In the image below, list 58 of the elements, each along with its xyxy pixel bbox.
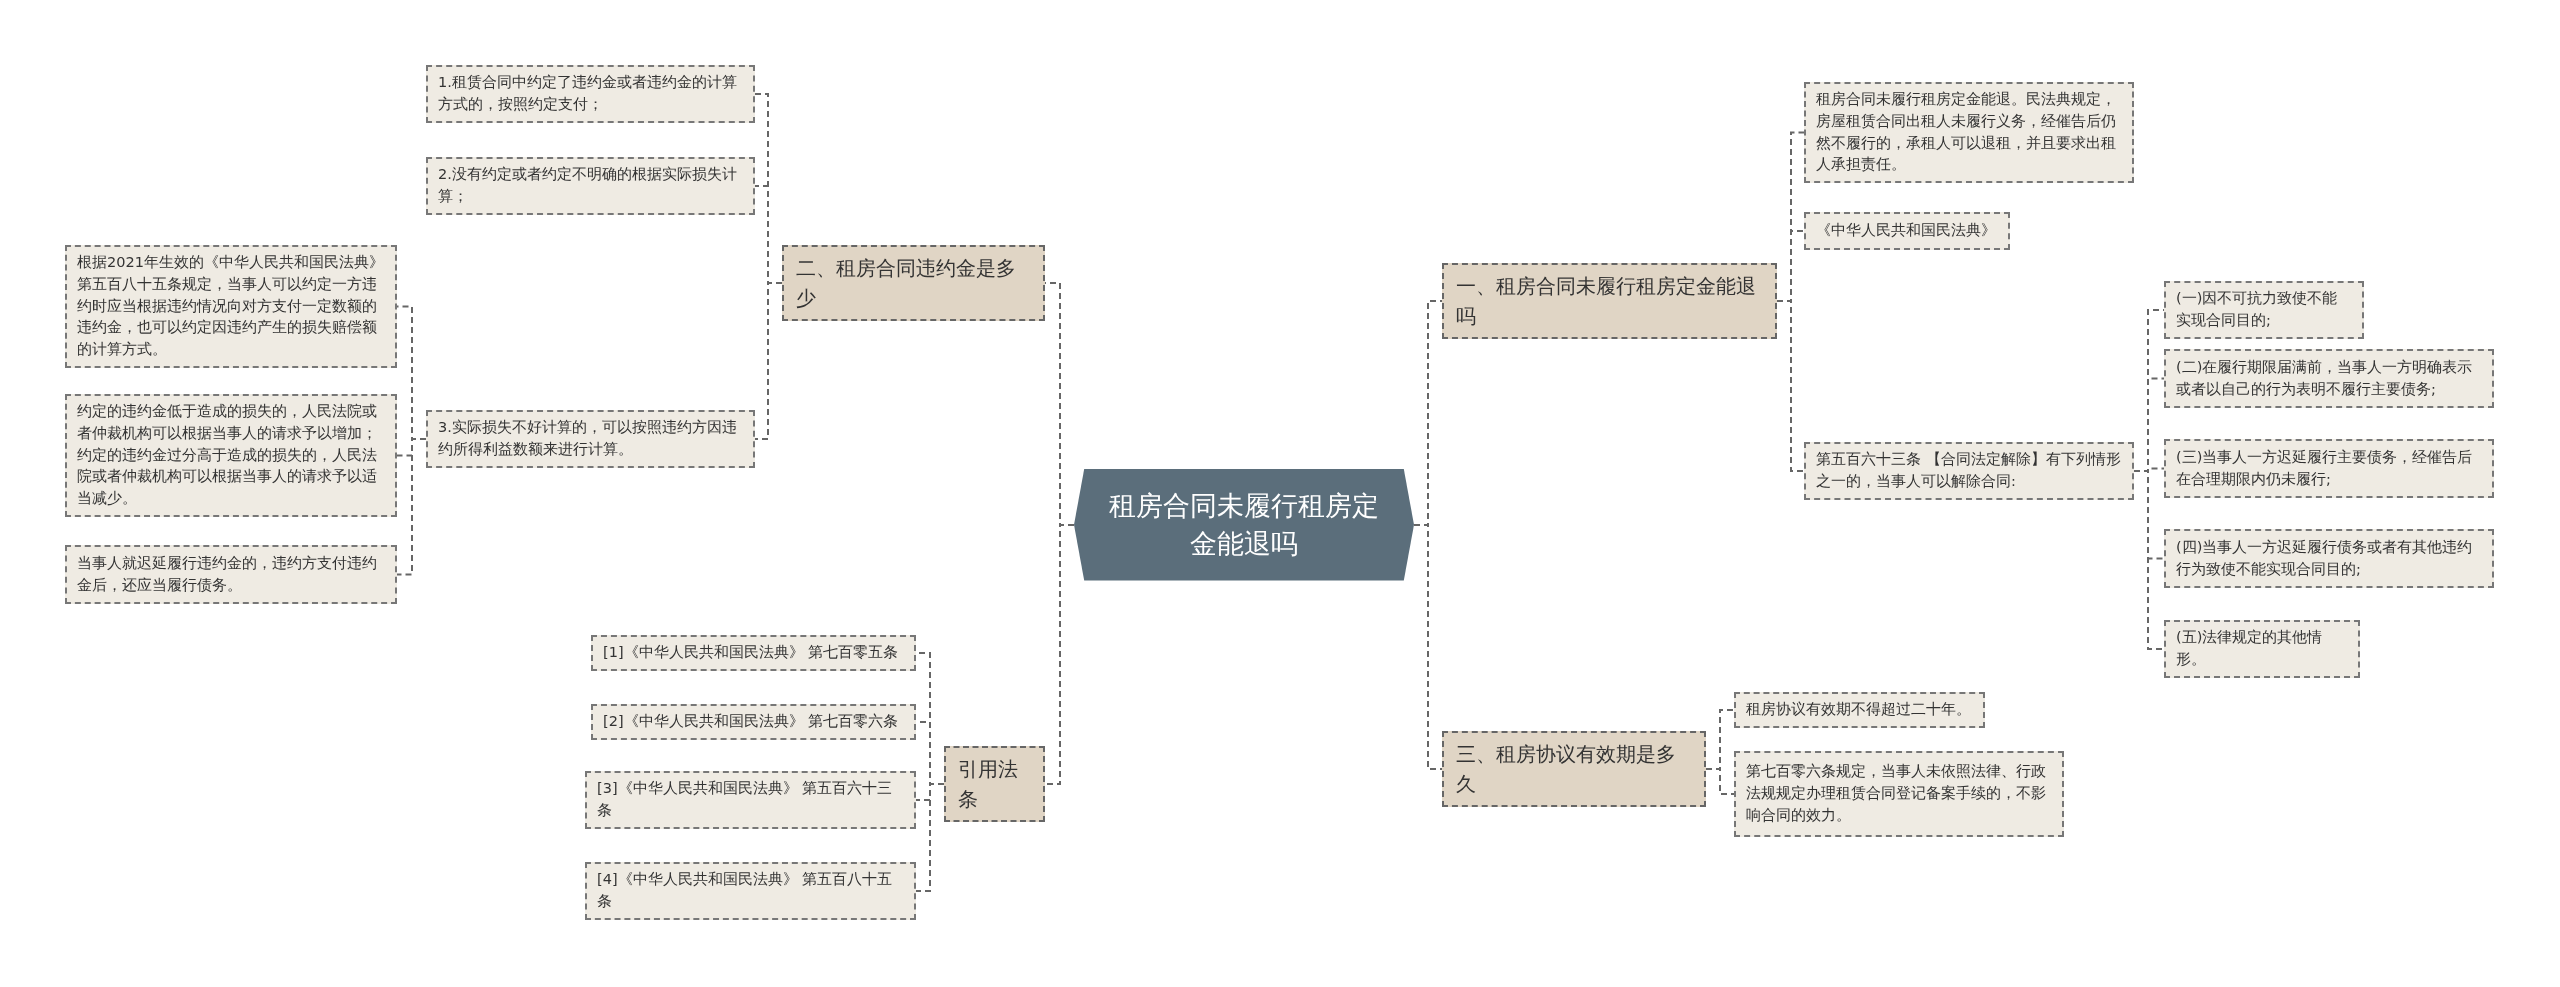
branch-topic: [944, 746, 1045, 822]
topic-text: 第七百零六条规定，当事人未依照法律、行政法规规定办理租赁合同登记备案手续的，不影响合同的效力。: [1746, 762, 2047, 825]
topic-text: 2.没有约定或者约定不明确的根据实际损失计算；: [438, 165, 738, 206]
topic-text: (三)当事人一方迟延履行主要债务，经催告后在合理期限内仍未履行;: [2176, 447, 2474, 489]
leaf-topic: [2164, 529, 2494, 588]
topic-text: 根据2021年生效的《中华人民共和国民法典》第五百八十五条规定，当事人可以约定一方违约时应当根据违约情况向对方支付一定数额的违约金，也可以约定因违约产生的损失赔偿额的计算方式。: [77, 253, 385, 359]
topic-text: 约定的违约金低于造成的损失的，人民法院或者仲裁机构可以根据当事人的请求予以增加；约定的违约金过分高于造成的损失的，人民法院或者仲裁机构可以根据当事人的请求予以适当减少。: [77, 402, 378, 508]
topic-text: (四)当事人一方迟延履行债务或者有其他违约行为致使不能实现合同目的;: [2176, 537, 2474, 579]
branch-topic: [1442, 731, 1706, 807]
topic-text: 《中华人民共和国民法典》: [1816, 221, 1996, 241]
connector-line: [396, 438, 427, 576]
leaf-topic: [426, 410, 755, 468]
topic-text: [2]《中华人民共和国民法典》 第七百零六条: [603, 712, 899, 732]
branch-topic: [782, 245, 1045, 321]
connector-line: [1413, 524, 1443, 770]
central-topic: [1074, 469, 1414, 581]
leaf-topic: [1804, 212, 2010, 250]
topic-text: 引用法条: [958, 756, 1019, 813]
leaf-topic: [1804, 442, 2134, 500]
connector-line: [1705, 768, 1735, 795]
leaf-topic: [591, 704, 916, 740]
leaf-topic: [591, 635, 916, 671]
leaf-topic: [1804, 82, 2134, 183]
topic-text: 租房合同未履行租房定金能退。民法典规定，房屋租赁合同出租人未履行义务，经催告后仍然不履行的，承租人可以退租，并且要求出租人承担责任。: [1816, 90, 2117, 175]
connector-line: [1776, 300, 1805, 472]
topic-text: 第五百六十三条 【合同法定解除】有下列情形之一的，当事人可以解除合同:: [1816, 450, 2122, 491]
topic-text: 租房合同未履行租房定金能退吗: [1108, 489, 1380, 561]
connector-line: [915, 783, 945, 892]
leaf-topic: [426, 65, 755, 123]
topic-text: (五)法律规定的其他情形。: [2176, 628, 2324, 669]
topic-text: [1]《中华人民共和国民法典》 第七百零五条: [603, 643, 899, 663]
leaf-topic: [65, 245, 397, 368]
topic-text: 1.租赁合同中约定了违约金或者违约金的计算方式的，按照约定支付；: [438, 73, 738, 114]
connector-line: [1044, 524, 1075, 785]
leaf-topic: [585, 862, 916, 920]
topic-text: [3]《中华人民共和国民法典》 第五百六十三条: [597, 779, 894, 820]
leaf-topic: [2164, 439, 2494, 498]
branch-topic: [1442, 263, 1777, 339]
connector-line: [2133, 470, 2165, 650]
topic-text: 三、租房协议有效期是多久: [1456, 741, 1677, 798]
leaf-topic: [1734, 692, 1985, 728]
leaf-topic: [2164, 349, 2494, 408]
topic-text: 租房协议有效期不得超过二十年。: [1746, 700, 1971, 720]
topic-text: 当事人就迟延履行违约金的，违约方支付违约金后，还应当履行债务。: [77, 553, 378, 595]
leaf-topic: [2164, 281, 2364, 339]
leaf-topic: [426, 157, 755, 215]
connector-line: [754, 282, 783, 440]
topic-text: 二、租房合同违约金是多少: [796, 255, 1017, 312]
topic-text: (二)在履行期限届满前，当事人一方明确表示或者以自己的行为表明不履行主要债务;: [2176, 357, 2474, 399]
topic-text: [4]《中华人民共和国民法典》 第五百八十五条: [597, 870, 894, 911]
topic-text: (一)因不可抗力致使不能实现合同目的;: [2176, 289, 2339, 330]
leaf-topic: [65, 394, 397, 517]
leaf-topic: [65, 545, 397, 604]
leaf-topic: [1734, 751, 2064, 837]
topic-text: 3.实际损失不好计算的，可以按照违约方因违约所得利益数额来进行计算。: [438, 418, 738, 459]
leaf-topic: [585, 771, 916, 829]
leaf-topic: [2164, 620, 2360, 678]
topic-text: 一、租房合同未履行租房定金能退吗: [1456, 273, 1757, 330]
